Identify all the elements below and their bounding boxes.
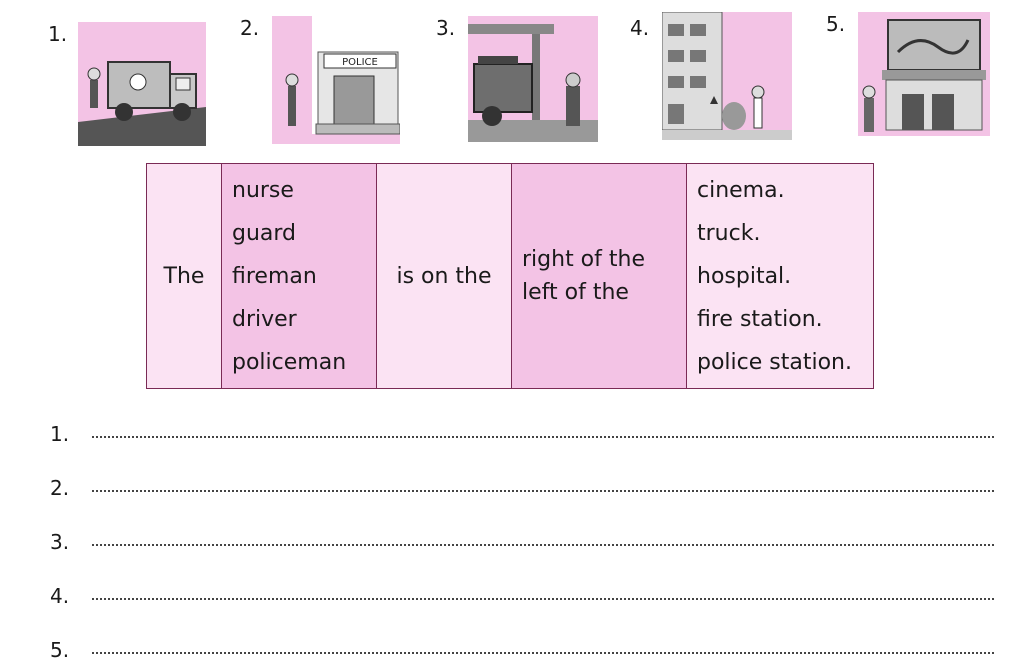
- word-person: fireman: [232, 263, 317, 289]
- table-cell-places: cinema. truck. hospital. fire station. p…: [686, 163, 874, 389]
- word-direction: left of the: [522, 280, 629, 305]
- word-person: policeman: [232, 349, 347, 375]
- table-cell-subject: The: [146, 163, 222, 389]
- word-place: hospital.: [697, 263, 792, 289]
- police-sign: POLICE: [342, 57, 378, 68]
- picture-police-station: POLICE: [272, 16, 400, 144]
- word-direction: right of the: [522, 247, 645, 272]
- picture-cinema: [858, 12, 990, 136]
- picture-number: 2.: [240, 16, 260, 40]
- word-person: nurse: [232, 177, 294, 203]
- picture-hospital: [662, 12, 792, 140]
- picture-number: 5.: [826, 12, 846, 36]
- word-place: fire station.: [697, 306, 823, 332]
- answer-line-4[interactable]: [92, 598, 994, 600]
- word-person: guard: [232, 220, 297, 246]
- table-cell-direction: right of the left of the: [511, 163, 687, 389]
- picture-number: 4.: [630, 16, 650, 40]
- word-the: The: [163, 263, 205, 289]
- answer-line-2[interactable]: [92, 490, 994, 492]
- answer-number: 5.: [50, 638, 70, 662]
- word-is-on-the: is on the: [396, 263, 492, 289]
- picture-number: 3.: [436, 16, 456, 40]
- word-place: police station.: [697, 349, 852, 375]
- picture-fire-engine: [468, 16, 598, 142]
- answer-number: 2.: [50, 476, 70, 500]
- answer-line-5[interactable]: [92, 652, 994, 654]
- picture-row: 1. 2. POLICE 3.: [0, 0, 1025, 160]
- word-place: cinema.: [697, 177, 785, 203]
- answer-number: 3.: [50, 530, 70, 554]
- answer-number: 1.: [50, 422, 70, 446]
- word-place: truck.: [697, 220, 761, 246]
- answer-line-3[interactable]: [92, 544, 994, 546]
- picture-number: 1.: [48, 22, 68, 46]
- answer-line-1[interactable]: [92, 436, 994, 438]
- table-cell-verb: is on the: [376, 163, 512, 389]
- answer-number: 4.: [50, 584, 70, 608]
- substitution-table: The nurse guard fireman driver policeman…: [146, 163, 874, 389]
- word-person: driver: [232, 306, 297, 332]
- table-cell-people: nurse guard fireman driver policeman: [221, 163, 377, 389]
- picture-truck: [78, 22, 206, 146]
